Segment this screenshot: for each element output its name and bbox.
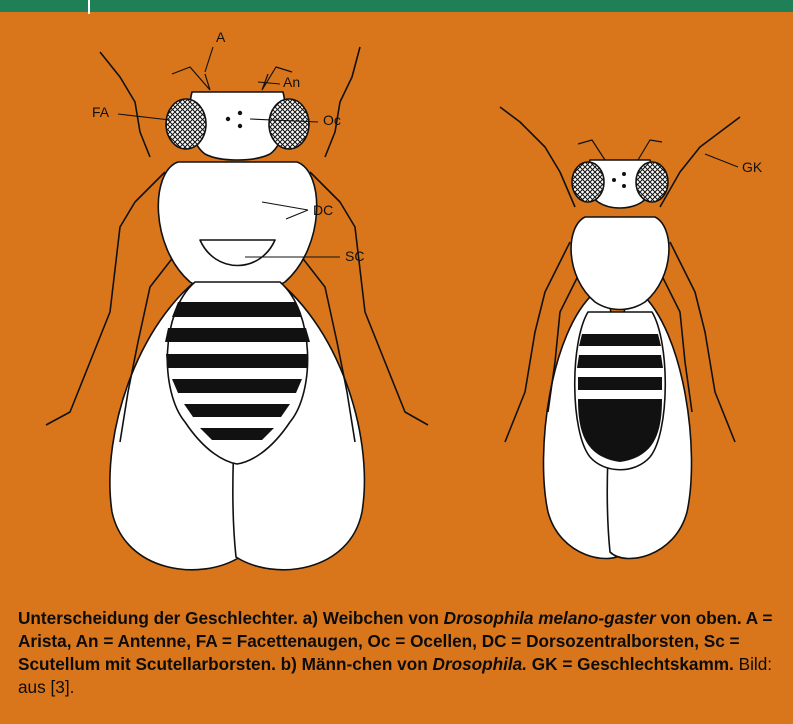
female-antennae [172, 67, 292, 90]
male-right-eye [636, 162, 668, 202]
label-a: A [216, 29, 226, 45]
label-an: An [283, 74, 300, 90]
label-gk: GK [742, 159, 763, 175]
caption-part3: GK = Geschlechtskamm. [527, 654, 734, 674]
caption-part1: Unterscheidung der Geschlechter. a) Weib… [18, 608, 444, 628]
male-fly [500, 107, 740, 559]
top-bar [0, 0, 793, 12]
male-left-eye [572, 162, 604, 202]
label-fa: FA [92, 104, 110, 120]
label-sc: SC [345, 248, 364, 264]
label-dc: DC [313, 202, 333, 218]
caption-species2: Drosophila. [432, 654, 527, 674]
label-oc: Oc [323, 112, 341, 128]
female-right-eye [269, 99, 309, 149]
male-antennae [578, 140, 662, 160]
female-left-eye [166, 99, 206, 149]
caption-species1: Drosophila melano-gaster [444, 608, 656, 628]
female-fly [46, 47, 428, 570]
male-thorax [571, 217, 669, 310]
drosophila-illustration: A An FA Oc DC SC GK [0, 12, 793, 602]
female-thorax [158, 162, 316, 293]
figure-caption: Unterscheidung der Geschlechter. a) Weib… [18, 607, 778, 699]
